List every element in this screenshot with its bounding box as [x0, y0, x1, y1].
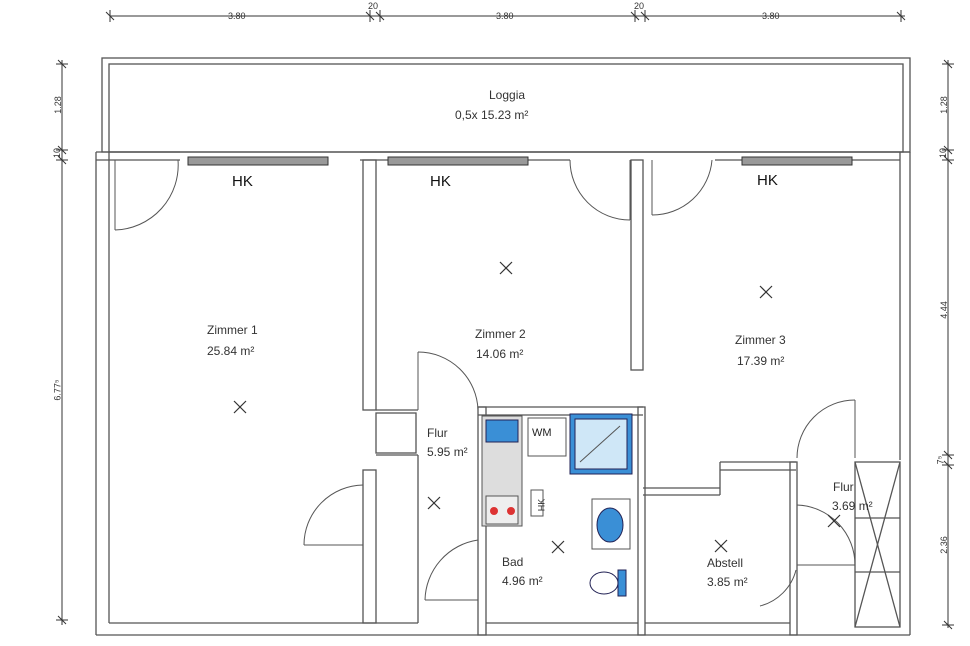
dimension-lines-top — [105, 10, 906, 22]
ceiling-light-marks — [233, 261, 841, 554]
room-name-abstell: Abstell — [707, 556, 744, 570]
room-name-bad: Bad — [502, 555, 524, 569]
dim-top-4: 20 — [634, 1, 645, 11]
kitchen-counter — [481, 415, 544, 527]
dimension-lines-right — [942, 59, 954, 630]
toilet — [589, 569, 627, 597]
dim-right-3: 4.44 — [938, 301, 949, 319]
dim-left-3: 6.77⁵ — [52, 379, 63, 401]
shower — [569, 413, 633, 475]
room-area-flur1: 5.95 m² — [427, 445, 468, 459]
room-area-zimmer3: 17.39 m² — [737, 354, 785, 368]
room-name-loggia: Loggia — [489, 88, 526, 102]
room-name-zimmer1: Zimmer 1 — [207, 323, 258, 337]
heater-label-3: HK — [757, 172, 778, 189]
heater-label-1: HK — [232, 173, 253, 190]
room-name-flur1: Flur — [427, 426, 448, 440]
dim-top-2: 20 — [368, 1, 379, 11]
dim-right-5: 2.36 — [938, 536, 949, 554]
heaters — [187, 156, 853, 166]
dim-right-4: 7⁵ — [935, 455, 946, 465]
dim-left-1: 1.28 — [52, 96, 63, 114]
doors — [114, 159, 856, 607]
washing-machine-box — [527, 417, 567, 457]
dim-right-2: 10 — [938, 147, 949, 159]
dim-top-5: 3.80 — [762, 11, 780, 21]
dim-left-2: 10 — [52, 147, 63, 159]
loggia-walls — [101, 57, 911, 153]
room-name-flur2: Flur — [833, 480, 854, 494]
dimension-lines-left — [56, 59, 68, 625]
room-area-zimmer2: 14.06 m² — [476, 347, 524, 361]
room-area-loggia: 0,5x 15.23 m² — [455, 108, 529, 122]
washbasin — [591, 498, 631, 550]
dim-right-1: 1.28 — [938, 96, 949, 114]
room-area-bad: 4.96 m² — [502, 574, 543, 588]
room-area-abstell: 3.85 m² — [707, 575, 748, 589]
dim-top-3: 3.80 — [496, 11, 514, 21]
room-name-zimmer2: Zimmer 2 — [475, 327, 526, 341]
room-area-flur2: 3.69 m² — [832, 499, 873, 513]
dim-top-1: 3.80 — [228, 11, 246, 21]
interior-walls — [362, 159, 901, 636]
room-area-zimmer1: 25.84 m² — [207, 344, 255, 358]
washing-machine-label: WM — [532, 427, 552, 439]
room-name-zimmer3: Zimmer 3 — [735, 333, 786, 347]
heater-label-2: HK — [430, 173, 451, 190]
kitchen-heater-label: HK — [536, 498, 547, 512]
